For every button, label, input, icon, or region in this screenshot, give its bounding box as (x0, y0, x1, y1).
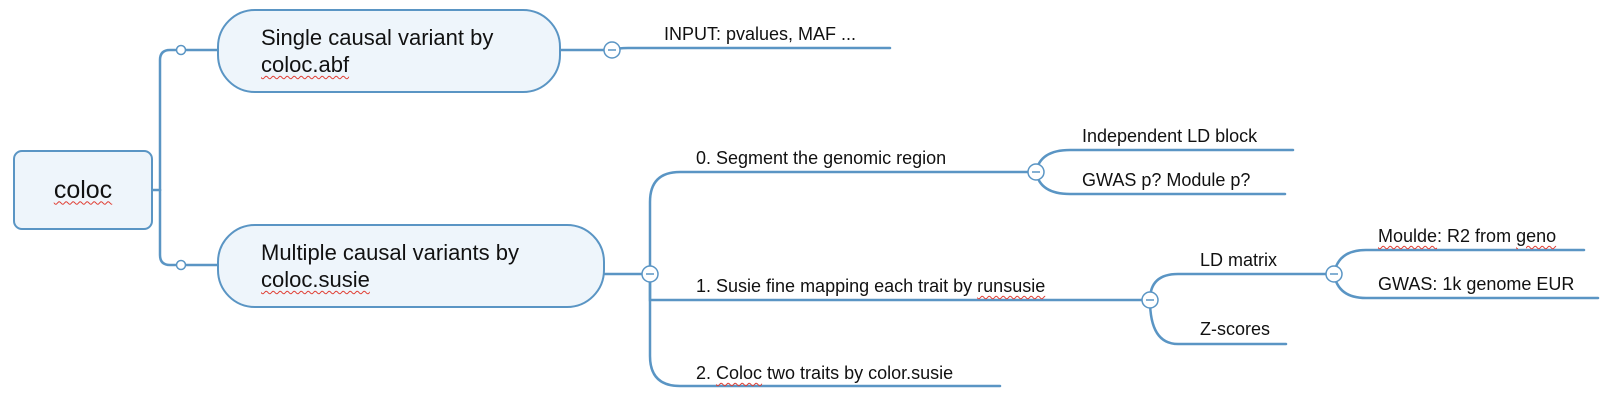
branch-label-line1: Single causal variant by (261, 25, 494, 50)
topic-segment-region[interactable]: 0. Segment the genomic region (696, 148, 946, 168)
topic-coloc-two-traits[interactable]: 2. Coloc two traits by color.susie (696, 363, 953, 383)
topic-label: INPUT: pvalues, MAF ... (664, 24, 857, 44)
topic-label: GWAS p? Module p? (1082, 170, 1251, 190)
branch-single-causal-variant[interactable]: Single causal variant by coloc.abf (217, 9, 561, 93)
branch-label-line1: Multiple causal variants by (261, 240, 520, 265)
topic-moulde-r2[interactable]: Moulde: R2 from geno (1378, 226, 1556, 246)
topic-gwas-module-p[interactable]: GWAS p? Module p? (1082, 170, 1250, 190)
root-label: coloc (53, 175, 113, 204)
topic-z-scores[interactable]: Z-scores (1200, 319, 1270, 339)
topic-label: Z-scores (1200, 319, 1271, 339)
topic-gwas-1k-genome[interactable]: GWAS: 1k genome EUR (1378, 274, 1574, 294)
junction-dot (175, 44, 187, 56)
topic-label-prefix: 1. Susie fine mapping each trait by (696, 276, 978, 296)
topic-label-word: runsusie (977, 276, 1046, 296)
topic-label: 0. Segment the genomic region (696, 148, 947, 168)
topic-label: GWAS: 1k genome EUR (1378, 274, 1575, 294)
topic-ld-matrix[interactable]: LD matrix (1200, 250, 1277, 270)
topic-label-prefix: 2. (696, 363, 717, 383)
topic-label-rest: : R2 from (1437, 226, 1517, 246)
branch-multiple-causal-variants[interactable]: Multiple causal variants by coloc.susie (217, 224, 605, 308)
topic-label: Independent LD block (1082, 126, 1258, 146)
root-node[interactable]: coloc (13, 150, 153, 230)
topic-independent-ld-block[interactable]: Independent LD block (1082, 126, 1257, 146)
topic-label-word: Coloc (716, 363, 763, 383)
topic-label-rest: two traits by color.susie (762, 363, 954, 383)
topic-label-word2: geno (1516, 226, 1557, 246)
topic-label: LD matrix (1200, 250, 1278, 270)
topic-input[interactable]: INPUT: pvalues, MAF ... (664, 24, 856, 44)
topic-label-word: Moulde (1378, 226, 1438, 246)
branch-label-line2: coloc.abf (261, 52, 350, 77)
topic-susie-fine-mapping[interactable]: 1. Susie fine mapping each trait by runs… (696, 276, 1045, 296)
branch-label-line2: coloc.susie (261, 267, 370, 292)
junction-dot (175, 259, 187, 271)
